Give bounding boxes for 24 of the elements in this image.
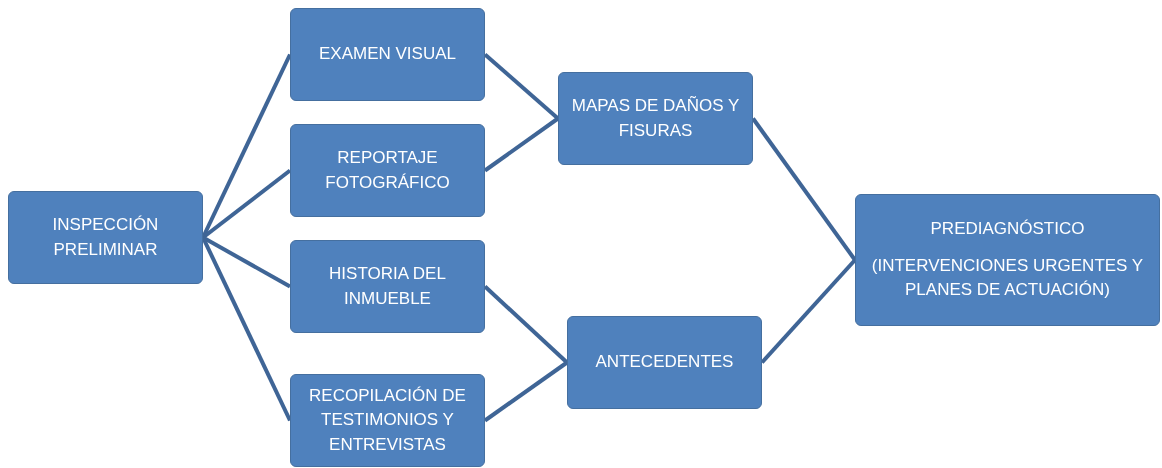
connector-line — [202, 235, 291, 289]
process-box — [558, 72, 753, 165]
connector-line — [751, 117, 857, 262]
process-box — [290, 240, 485, 333]
process-box — [855, 194, 1160, 326]
box-text: RECOPILACIÓN DE TESTIMONIOS Y ENTREVISTAS — [308, 384, 467, 456]
process-box — [290, 124, 485, 217]
box-text: MAPAS DE DAÑOS Y FISURAS — [570, 94, 741, 142]
connector-line — [483, 53, 560, 120]
connector-line — [760, 258, 857, 364]
box-text: (INTERVENCIONES URGENTES Y PLANES DE ACTUACIÓN) — [870, 254, 1145, 302]
connector-line — [483, 360, 569, 423]
process-box — [567, 316, 762, 409]
connector-line — [483, 116, 560, 173]
box-text: ANTECEDENTES — [595, 351, 734, 374]
box-text: PREDIAGNÓSTICO — [930, 218, 1085, 241]
process-box — [290, 8, 485, 101]
connector-line — [483, 285, 569, 364]
box-text: HISTORIA DEL INMUEBLE — [328, 262, 447, 310]
box-text: EXAMEN VISUAL — [319, 43, 456, 66]
box-text: REPORTAJE FOTOGRÁFICO — [324, 146, 451, 194]
box-text: INSPECCIÓN PRELIMINAR — [51, 213, 160, 261]
process-box — [290, 374, 485, 467]
process-box — [8, 191, 203, 284]
